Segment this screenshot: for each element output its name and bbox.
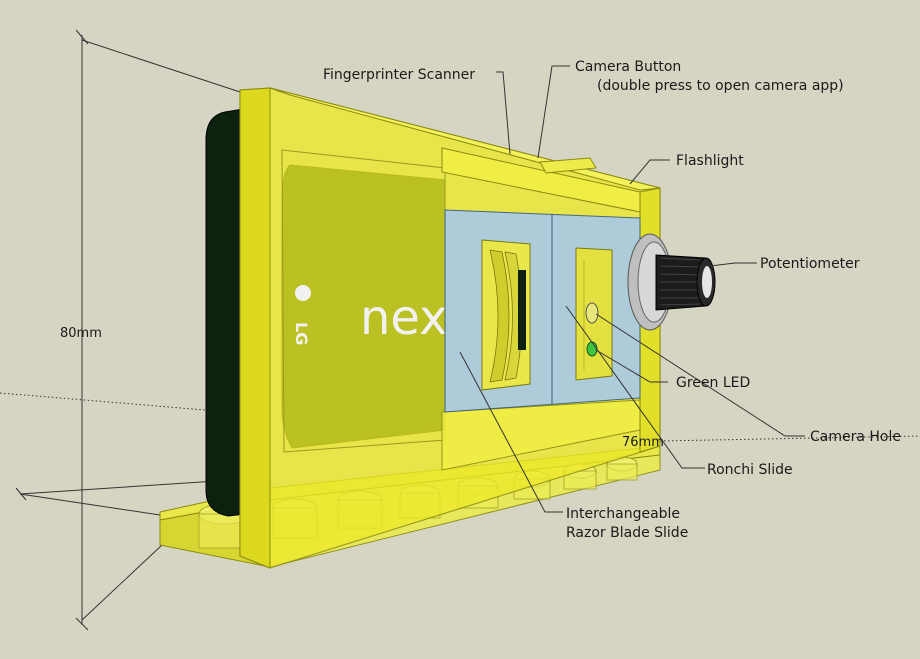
phone-branding: LG nex [292,285,448,346]
razor-blade-slide [481,239,531,391]
camera-hole-icon [585,302,599,324]
callout-leaders [459,65,805,513]
phone-model-text: nex [360,290,448,346]
lg-brand-text: LG [292,322,311,345]
label-fingerprint-scanner: Fingerprinter Scanner [323,67,475,83]
height-dimension-label: 80mm [60,326,102,341]
label-green-led: Green LED [676,375,750,391]
label-flashlight: Flashlight [676,153,744,169]
lg-logo-icon [295,285,311,301]
potentiometer-knob [627,233,716,331]
dimension-80mm: 80mm [60,29,241,631]
label-razor-slide-line1: Interchangeable [566,506,680,522]
depth-dimension-label: 76mm [622,435,664,450]
callout-labels: Fingerprinter Scanner Camera Button (dou… [323,59,901,541]
label-camera-button-note: (double press to open camera app) [597,78,844,94]
label-camera-hole: Camera Hole [810,429,901,445]
label-camera-button: Camera Button [575,59,681,75]
label-razor-slide-line2: Razor Blade Slide [566,525,688,541]
label-ronchi-slide: Ronchi Slide [707,462,793,478]
ronchi-slide [575,247,613,381]
green-led-icon [586,341,598,357]
axis-guides [0,392,920,442]
label-potentiometer: Potentiometer [760,256,860,272]
